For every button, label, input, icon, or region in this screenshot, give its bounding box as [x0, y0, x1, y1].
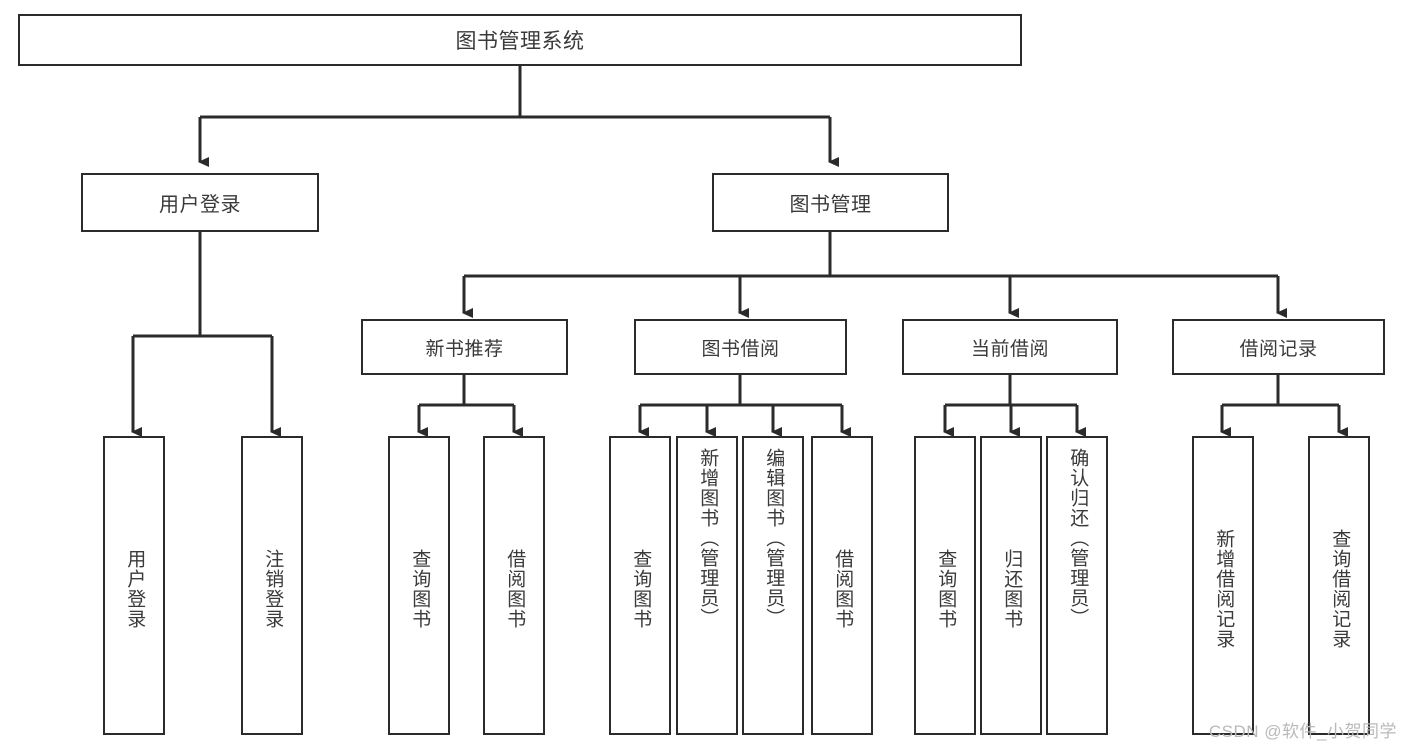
node-user-login[interactable]: 用户登录: [81, 173, 319, 232]
node-label: 新增图书（管理员）: [697, 448, 719, 628]
node-new-book-recommend[interactable]: 新书推荐: [361, 319, 568, 375]
node-label: 用户登录: [159, 194, 241, 216]
node-label: 归还图书: [1001, 548, 1023, 629]
node-label: 图书管理系统: [455, 30, 585, 53]
node-current-borrow[interactable]: 当前借阅: [902, 319, 1118, 375]
node-label: 新书推荐: [425, 338, 504, 360]
node-label: 借阅图书: [832, 548, 854, 629]
node-label: 当前借阅: [970, 338, 1049, 360]
node-label: 借阅图书: [504, 548, 526, 629]
leaf-book-borrow-edit-book-admin[interactable]: 编辑图书（管理员）: [742, 436, 804, 735]
node-label: 图书管理: [789, 194, 872, 216]
node-book-borrow[interactable]: 图书借阅: [634, 319, 847, 375]
node-borrow-record[interactable]: 借阅记录: [1172, 319, 1385, 375]
node-label: 编辑图书（管理员）: [763, 448, 785, 628]
leaf-current-borrow-query-book[interactable]: 查询图书: [914, 436, 976, 735]
node-book-management[interactable]: 图书管理: [712, 173, 949, 232]
node-label: 查询图书: [935, 548, 957, 629]
node-label: 借阅记录: [1239, 338, 1318, 360]
leaf-book-borrow-query-book[interactable]: 查询图书: [609, 436, 671, 735]
node-label: 图书借阅: [701, 338, 780, 360]
node-label: 查询借阅记录: [1329, 528, 1351, 649]
leaf-borrow-record-add-record[interactable]: 新增借阅记录: [1192, 436, 1254, 735]
leaf-current-borrow-return-book[interactable]: 归还图书: [980, 436, 1042, 735]
node-label: 新增借阅记录: [1213, 528, 1235, 649]
leaf-new-book-borrow-book[interactable]: 借阅图书: [483, 436, 545, 735]
node-label: 用户登录: [124, 548, 146, 629]
leaf-book-borrow-add-book-admin[interactable]: 新增图书（管理员）: [676, 436, 738, 735]
leaf-borrow-record-query-record[interactable]: 查询借阅记录: [1308, 436, 1370, 735]
node-root-book-management-system[interactable]: 图书管理系统: [18, 14, 1022, 66]
leaf-user-login-logout[interactable]: 注销登录: [241, 436, 303, 735]
leaf-new-book-query-book[interactable]: 查询图书: [388, 436, 450, 735]
node-label: 注销登录: [262, 548, 284, 629]
node-label: 查询图书: [630, 548, 652, 629]
leaf-current-borrow-confirm-return-admin[interactable]: 确认归还（管理员）: [1046, 436, 1108, 735]
leaf-book-borrow-borrow-book[interactable]: 借阅图书: [811, 436, 873, 735]
leaf-user-login-login[interactable]: 用户登录: [103, 436, 165, 735]
node-label: 确认归还（管理员）: [1067, 448, 1089, 628]
node-label: 查询图书: [409, 548, 431, 629]
